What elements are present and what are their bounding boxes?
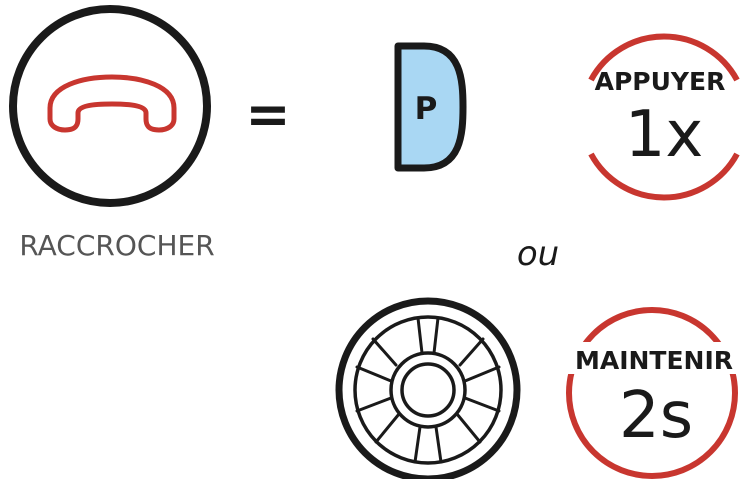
phone-button-shape <box>394 42 467 172</box>
press-instruction-label: APPUYER <box>595 67 726 96</box>
hang-up-action-icon <box>9 5 211 207</box>
or-separator: ou <box>517 234 559 274</box>
equals-sign: = <box>245 83 290 146</box>
hold-duration: 2s <box>619 379 693 453</box>
phone-button-letter: P <box>415 91 438 127</box>
press-count: 1x <box>625 98 704 172</box>
hold-badge-circle <box>566 307 738 479</box>
jog-dial-spokes <box>355 316 501 464</box>
action-label: RACCROCHER <box>19 229 214 262</box>
press-badge: APPUYER 1x <box>588 33 740 201</box>
hold-instruction-label: MAINTENIR <box>575 346 733 375</box>
phone-button-icon: P <box>394 42 467 172</box>
hold-badge-label-backdrop <box>568 342 748 374</box>
hold-badge: MAINTENIR 2s <box>566 307 748 479</box>
jog-dial-center-outer <box>389 351 467 429</box>
press-badge-arc-top <box>588 33 740 82</box>
jog-dial-ring <box>353 315 503 465</box>
press-badge-arc-bottom <box>588 152 740 201</box>
jog-dial-outer <box>335 297 521 479</box>
action-circle <box>9 5 211 207</box>
jog-dial-icon <box>335 297 521 479</box>
jog-dial-center-inner <box>400 362 456 418</box>
hang-up-phone-icon <box>47 74 177 133</box>
